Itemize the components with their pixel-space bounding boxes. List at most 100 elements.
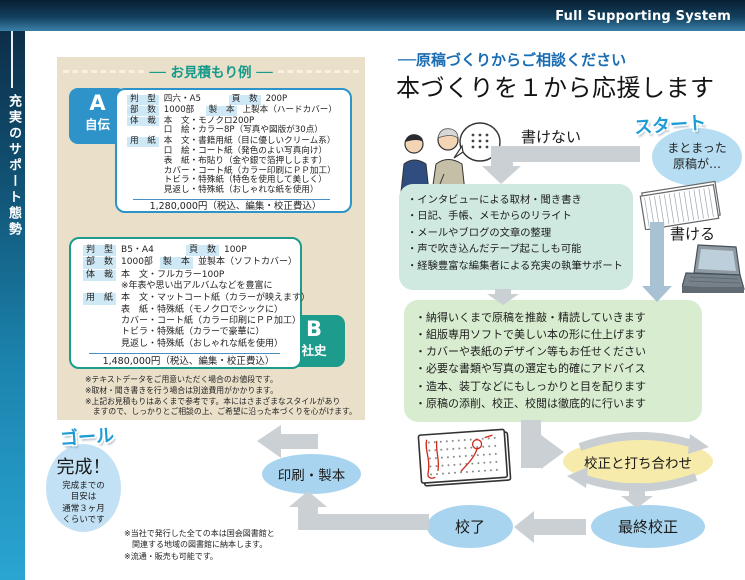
library-footnotes: ※当社で発行した全ての本は国会図書館と 関連する地域の図書館に納本します。 ※流… [124,528,275,562]
footnote-line: 関連する地域の図書館に納本します。 [124,540,268,550]
spec-label: 判 型 [127,94,159,105]
print-binding-ellipse: 印刷・製本 [262,454,361,494]
note-line: ※上記お見積もりはあくまで参考です。本にはさまざまなスタイルがあり [85,396,341,406]
spec-label: 部 数 [127,105,159,116]
manuscript-paper-icon [639,180,721,230]
proof-meeting-label: 校正と打ち合わせ [584,455,692,472]
estimate-b-price: 1,480,000円（税込、編集・校正費込） [102,355,275,367]
spec-line: 見返し・特殊紙（おしゃれな紙を使用） [121,338,284,349]
bubble-line: 原稿が… [672,157,721,171]
spec-line: 口 絵・コート紙（発色のよい写真向け） [163,145,328,156]
spec-line: トビラ・特殊紙（カラーで豪華に） [121,327,265,338]
spec-label: 頁 数 [228,94,261,105]
flow-subtitle: ──原稿づくりからご相談ください [398,51,627,69]
support-item: ・声で吹き込んだテープ起こしも可能 [407,243,582,256]
spec-line: カバー・コート紙（カラー印刷にＰＰ加工） [121,315,302,326]
spec-line: 本 文・モノクロ200P [163,115,255,126]
spec-value: 1000部 [121,257,153,268]
spec-line: 本 文・マットコート紙（カラーが映えます） [121,293,311,304]
completion-detail: 完成までの 目安は 通常３ヶ月 くらいです [62,481,105,526]
spec-value: 200P [265,94,288,104]
estimate-a-price: 1,280,000円（税込、編集・校正費込） [149,200,322,212]
estimate-b-box: 判 型 B5・A4 頁 数 100P 部 数 1000部 製 本 並製本（ソフト… [69,237,310,369]
note-line: ますので、しっかりとご相談の上、ご希望に沿った本づくりを心がけます。 [85,407,357,417]
start-badge: スタート [633,112,707,139]
left-vertical-band: 充実のサポート態勢 [0,0,25,580]
can-write-label: 書ける [670,225,716,243]
estimate-panel-header: ── お見積もり例 ── [57,61,365,81]
final-proof-ellipse: 最終校正 [591,505,705,548]
spec-label: 頁 数 [186,245,220,257]
proof-done-ellipse: 校了 [427,505,513,548]
spec-line: カバー・コート紙（カラー印刷にＰＰ加工） [163,165,336,176]
support-item: ・インタビューによる取材・聞き書き [407,194,582,206]
spec-value: 四六・A5 [163,94,201,104]
spec-line: 表 紙・布貼り（金や銀で箔押しします） [163,155,328,166]
footnote-line: ※流通・販売も可能です。 [124,551,218,561]
bubble-line: まとまった [667,141,727,156]
spec-line: 見返し・特殊紙（おしゃれな紙を使用） [163,185,319,196]
spec-row: 部 数 1000部 製 本 上製本（ハードカバー） [127,104,344,116]
support-item: ・納得いくまで原稿を推敲・精読していきます [415,311,646,324]
can-write-arrow [642,222,672,302]
spec-label: 用 紙 [83,293,117,305]
sidebar-divider-line [11,8,13,88]
spec-value: 100P [224,245,247,255]
spec-row: 判 型 B5・A4 頁 数 100P [83,245,294,257]
editing-support-box: ・納得いくまで原稿を推敲・精読していきます ・組版専用ソフトで美しい本の形に仕上… [404,300,702,422]
final-proof-label: 最終校正 [617,518,678,536]
estimate-panel-title: ── お見積もり例 ── [149,65,273,81]
spec-row: 用 紙 本 文・書籍用紙（目に優しいクリーム系） 口 絵・コート紙（発色のよい写… [127,136,344,196]
spec-row: 体 裁 本 文・フルカラー100P ※年表や思い出アルバムなどを豊富に [83,269,294,293]
spec-value: 1000部 [163,104,195,115]
spec-value: B5・A4 [121,245,154,255]
estimate-a-letter: A [89,91,106,115]
price-divider [133,198,330,200]
decorative-dashes-right [278,69,360,73]
support-item: ・組版専用ソフトで美しい本の形に仕上げます [415,328,646,342]
support-item: ・カバーや表紙のデザイン等もお任せください [415,345,646,359]
decorative-dashes-left [63,69,144,73]
spec-line: 本 文・書籍用紙（目に優しいクリーム系） [163,136,336,147]
spec-label: 製 本 [205,105,238,116]
spec-line: ※年表や思い出アルバムなどを豊富に [121,280,273,291]
footnote-line: ※当社で発行した全ての本は国会図書館と [124,529,275,538]
proof-done-label: 校了 [454,518,485,536]
price-divider [89,352,280,354]
brand-title: Full Supporting System [555,9,731,24]
goal-badge: ゴール [59,425,115,450]
spec-row: 用 紙 本 文・マットコート紙（カラーが映えます） 表 紙・特殊紙（モノクロでシ… [83,293,310,350]
people-talking-illustration [400,122,501,192]
proofread-manuscript-icon [417,428,512,487]
estimate-b-letter: B [305,317,322,341]
spec-lines: 本 文・マットコート紙（カラーが映えます） 表 紙・特殊紙（モノクロでシックに）… [121,293,310,350]
spec-row: 部 数 1000部 製 本 並製本（ソフトカバー） [83,257,297,269]
spec-value: 並製本（ソフトカバー） [197,257,297,268]
spec-label: 部 数 [83,257,117,269]
start-manuscript-bubble: まとまった 原稿が… [652,128,742,186]
support-item: ・メールやブログの文章の整理 [407,226,552,239]
spec-label: 用 紙 [127,136,159,147]
spec-label: 体 裁 [83,269,117,281]
spec-lines: 本 文・フルカラー100P ※年表や思い出アルバムなどを豊富に [121,270,272,293]
spec-line: 本 文・フルカラー100P [121,269,225,280]
cant-write-label: 書けない [521,128,582,146]
support-item: ・原稿の添削、校正、校閲は徹底的に行います [415,396,646,410]
support-item: ・経験豊富な編集者による充実の執筆サポート [407,259,623,272]
print-binding-label: 印刷・製本 [277,468,346,484]
estimate-a-box: 判 型 四六・A5 頁 数 200P 部 数 1000部 製 本 上製本（ハード… [115,88,352,213]
writing-support-box: ・インタビューによる取材・聞き書き ・日記、手帳、メモからのリライト ・メールや… [399,184,633,290]
estimate-b-category: 社史 [301,343,327,359]
laptop-icon [682,244,745,293]
proof-meeting-ellipse: 校正と打ち合わせ [563,439,713,484]
spec-label: 製 本 [159,257,193,269]
spec-value: 上製本（ハードカバー） [242,104,337,115]
spec-line: 表 紙・特殊紙（モノクロでシックに） [121,304,284,315]
spec-label: 体 裁 [127,116,159,127]
note-line: ※テキストデータをご用意いただく場合のお値段です。 [85,375,278,384]
note-line: ※取材・聞き書きを行う場合は別途費用がかかります。 [85,385,278,395]
spec-lines: 本 文・書籍用紙（目に優しいクリーム系） 口 絵・コート紙（発色のよい写真向け）… [163,136,336,196]
spec-row: 判 型 四六・A5 頁 数 200P [127,94,344,105]
spec-row: 体 裁 本 文・モノクロ200P 口 絵・カラー8P（写真や図版が30点） [127,115,344,137]
spec-label: 判 型 [83,245,117,257]
